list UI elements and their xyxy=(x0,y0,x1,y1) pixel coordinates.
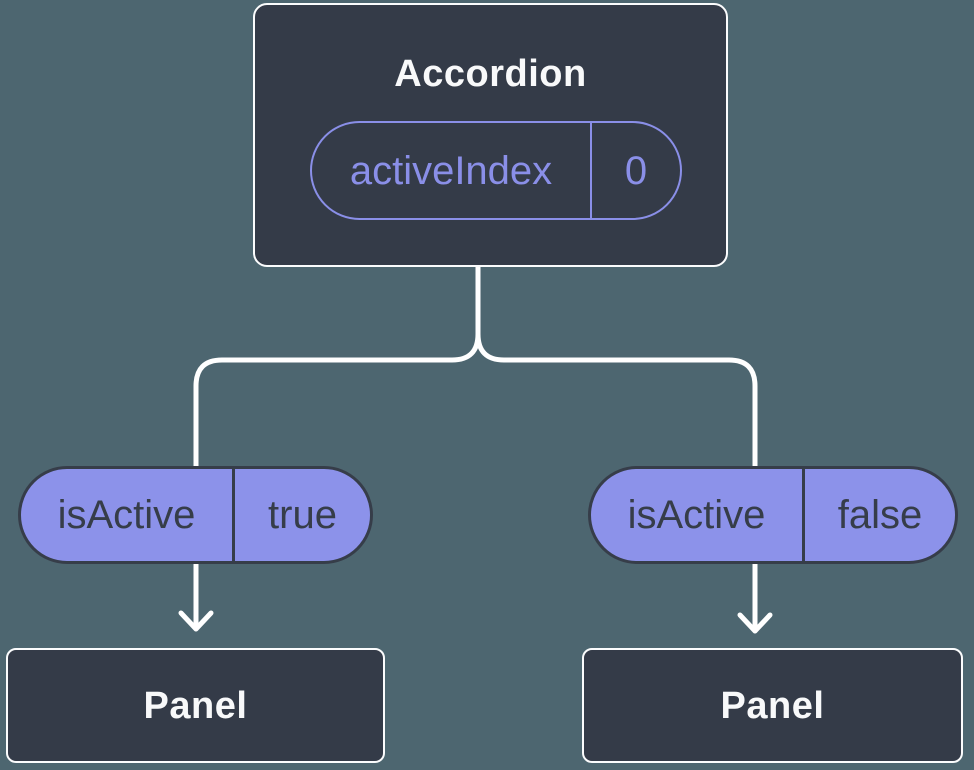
panel-node: Panel xyxy=(6,648,385,763)
prop-value: false xyxy=(802,469,955,561)
connector-left-branch xyxy=(193,264,481,628)
arrow-down-icon xyxy=(737,612,773,634)
state-name: activeIndex xyxy=(349,148,553,193)
prop-value: true xyxy=(232,469,370,561)
component-title: Panel xyxy=(720,684,825,727)
prop-name: isActive xyxy=(57,493,196,537)
prop-pill-isactive-false: isActive false xyxy=(588,466,958,564)
prop-name: isActive xyxy=(627,493,766,537)
component-title: Panel xyxy=(143,684,248,727)
panel-node: Panel xyxy=(582,648,963,763)
connector-right-branch xyxy=(475,264,758,630)
arrow-down-icon xyxy=(178,610,214,632)
component-title: Accordion xyxy=(394,53,587,95)
state-pill: activeIndex 0 xyxy=(310,121,682,220)
state-value: 0 xyxy=(590,123,680,218)
prop-pill-isactive-true: isActive true xyxy=(18,466,373,564)
accordion-node: Accordion activeIndex 0 xyxy=(253,3,728,267)
